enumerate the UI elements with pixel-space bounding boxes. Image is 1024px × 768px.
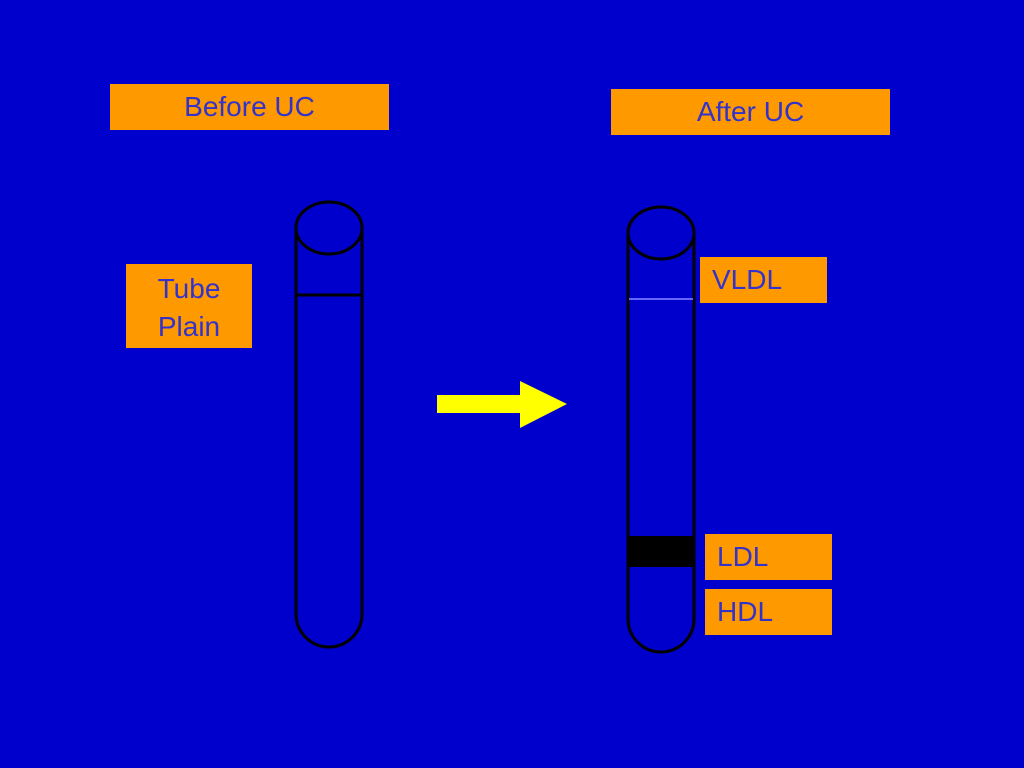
tube-after (626, 205, 696, 654)
direction-arrow (437, 381, 567, 428)
hdl-label: HDL (705, 589, 832, 635)
tube-after-rim (626, 205, 696, 261)
tube-label-line2: Plain (157, 311, 221, 342)
tube-after-body (626, 235, 696, 654)
vldl-text: VLDL (712, 264, 783, 295)
hdl-text: HDL (717, 596, 774, 627)
ldl-label: LDL (705, 534, 832, 580)
ldl-text: LDL (717, 541, 769, 572)
arrow-shaft (437, 395, 523, 413)
after-uc-label: After UC (611, 89, 890, 135)
before-uc-text: Before UC (184, 91, 315, 122)
tube-before-rim (294, 200, 364, 256)
before-uc-label: Before UC (110, 84, 389, 130)
tube-plain-label: Tube Plain (126, 264, 252, 348)
ldl-band (628, 536, 694, 567)
after-uc-text: After UC (696, 96, 805, 127)
tube-before-body (294, 230, 364, 649)
vldl-label: VLDL (700, 257, 827, 303)
tube-label-line1: Tube (157, 273, 221, 304)
arrow-head (520, 381, 567, 428)
tube-before (294, 200, 364, 649)
